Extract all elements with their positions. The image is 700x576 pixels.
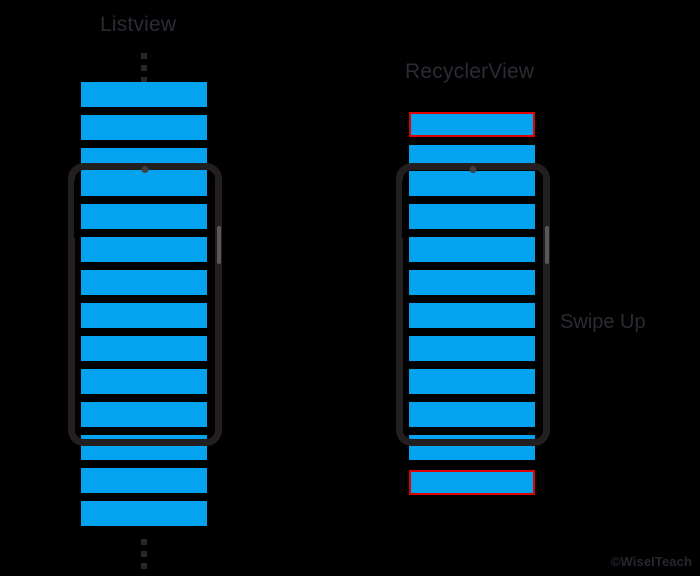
recyclerview-item-5[interactable] bbox=[409, 270, 535, 295]
ellipsis-dot bbox=[141, 539, 147, 545]
power-button-icon bbox=[545, 226, 549, 264]
listview-item-5[interactable] bbox=[81, 237, 207, 262]
listview-item-11[interactable] bbox=[81, 435, 207, 460]
listview-item-1[interactable] bbox=[81, 115, 207, 140]
recyclerview-item-1[interactable] bbox=[409, 145, 535, 170]
listview-item-8[interactable] bbox=[81, 336, 207, 361]
power-button-icon bbox=[217, 226, 221, 264]
listview-title: Listview bbox=[100, 13, 177, 36]
ellipsis-dot bbox=[141, 65, 147, 71]
recyclerview-item-10[interactable] bbox=[409, 435, 535, 460]
ellipsis-dot bbox=[141, 551, 147, 557]
frame-left-notch bbox=[74, 180, 77, 238]
listview-item-10[interactable] bbox=[81, 402, 207, 427]
frame-left-notch bbox=[402, 180, 405, 238]
listview-item-4[interactable] bbox=[81, 204, 207, 229]
listview-item-13[interactable] bbox=[81, 501, 207, 526]
vertical-ellipsis-top-icon bbox=[141, 53, 147, 83]
listview-item-2[interactable] bbox=[81, 148, 207, 173]
listview-item-6[interactable] bbox=[81, 270, 207, 295]
recyclerview-item-8[interactable] bbox=[409, 369, 535, 394]
ellipsis-dot bbox=[141, 53, 147, 59]
recyclerview-item-2[interactable] bbox=[409, 171, 535, 196]
listview-item-3[interactable] bbox=[81, 171, 207, 196]
recyclerview-item-6[interactable] bbox=[409, 303, 535, 328]
watermark: ©WiseITeach bbox=[610, 554, 692, 569]
ellipsis-dot bbox=[141, 77, 147, 83]
recyclerview-title: RecyclerView bbox=[405, 60, 535, 83]
listview-item-9[interactable] bbox=[81, 369, 207, 394]
recyclerview-item-9[interactable] bbox=[409, 402, 535, 427]
vertical-ellipsis-bottom-icon bbox=[141, 539, 147, 569]
listview-item-7[interactable] bbox=[81, 303, 207, 328]
listview-item-12[interactable] bbox=[81, 468, 207, 493]
ellipsis-dot bbox=[141, 563, 147, 569]
listview-item-0[interactable] bbox=[81, 82, 207, 107]
recyclerview-item-7[interactable] bbox=[409, 336, 535, 361]
recyclerview-item-4[interactable] bbox=[409, 237, 535, 262]
recyclerview-item-3[interactable] bbox=[409, 204, 535, 229]
recyclerview-item-0[interactable] bbox=[409, 112, 535, 137]
swipe-up-label: Swipe Up bbox=[560, 311, 646, 333]
recyclerview-item-11[interactable] bbox=[409, 470, 535, 495]
